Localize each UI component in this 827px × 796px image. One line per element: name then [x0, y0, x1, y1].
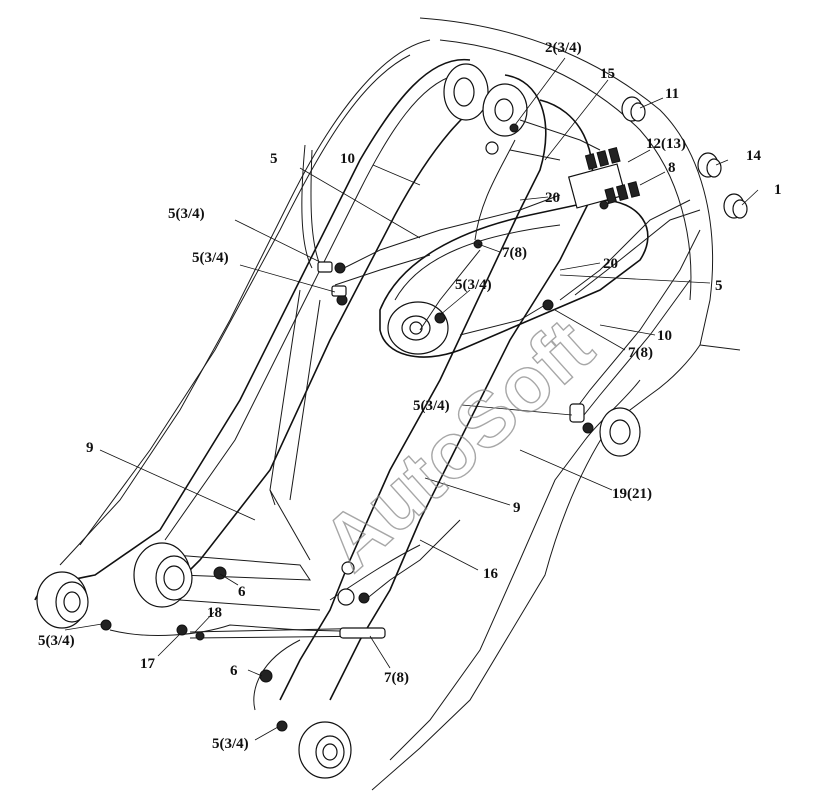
lower-frame — [36, 407, 641, 779]
clamp-11 — [621, 96, 646, 122]
clamp-14 — [697, 152, 722, 178]
callout-5-right: 5 — [715, 278, 723, 294]
loose-clamps — [621, 96, 748, 219]
callout-5-3-4-f: 5(3/4) — [212, 736, 249, 752]
callout-7-8-b: 7(8) — [628, 345, 653, 361]
callout-12-13: 12(13) — [646, 136, 686, 152]
callout-6-b: 6 — [230, 663, 238, 679]
cross-member — [269, 199, 649, 561]
hose-coupling-7-8 — [339, 627, 386, 639]
callout-7-8-c: 7(8) — [384, 670, 409, 686]
callout-1: 1 — [774, 182, 782, 198]
callout-17: 17 — [140, 656, 156, 672]
callout-14: 14 — [746, 148, 762, 164]
callout-7-8-a: 7(8) — [502, 245, 527, 261]
callout-6-a: 6 — [238, 584, 246, 600]
clamp-1 — [723, 193, 748, 219]
callout-19-21: 19(21) — [612, 486, 652, 502]
callout-5-3-4-c: 5(3/4) — [455, 277, 492, 293]
callout-5-3-4-e: 5(3/4) — [38, 633, 75, 649]
leader-lines — [64, 57, 759, 741]
callout-5-top: 5 — [270, 151, 278, 167]
frame-outline — [371, 17, 741, 791]
callout-15: 15 — [600, 66, 615, 82]
callout-labels: 2(3/4) 15 11 12(13) 14 8 1 5 10 20 5(3/4… — [38, 40, 782, 752]
hydraulic-lines — [109, 119, 701, 711]
callout-9-mid: 9 — [513, 500, 521, 516]
callout-18: 18 — [207, 605, 222, 621]
callout-5-3-4-d: 5(3/4) — [413, 398, 450, 414]
callout-10-right: 10 — [657, 328, 672, 344]
callout-2-3-4: 2(3/4) — [545, 40, 582, 56]
callout-16: 16 — [483, 566, 499, 582]
callout-10-top: 10 — [340, 151, 355, 167]
callout-5-3-4-a: 5(3/4) — [168, 206, 205, 222]
callout-20-a: 20 — [545, 190, 560, 206]
callout-9-left: 9 — [86, 440, 94, 456]
callout-5-3-4-b: 5(3/4) — [192, 250, 229, 266]
callout-8: 8 — [668, 160, 676, 176]
callout-20-b: 20 — [603, 256, 618, 272]
callout-11: 11 — [665, 86, 679, 102]
